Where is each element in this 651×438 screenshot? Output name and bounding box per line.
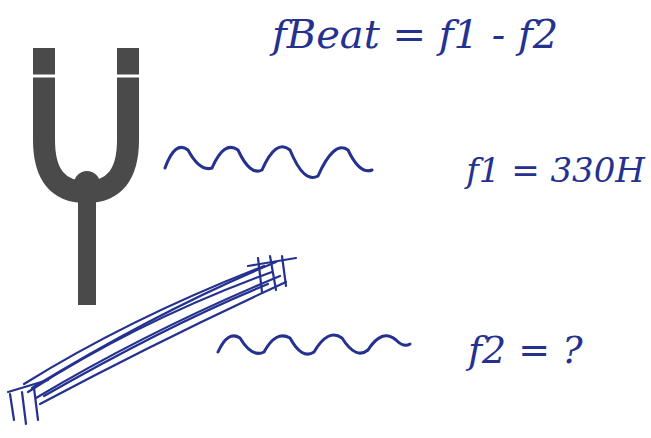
prong-gap <box>114 75 142 78</box>
formula-label: fBeat = f1 - f2 <box>272 12 558 56</box>
bridge-bar <box>8 380 48 392</box>
sound-wave <box>218 335 410 354</box>
fork-prongs <box>44 48 128 192</box>
string <box>36 276 280 398</box>
string <box>44 284 268 396</box>
string <box>28 272 272 392</box>
string <box>40 282 286 404</box>
bridge-pins <box>10 388 38 424</box>
guitar-sketch <box>8 256 296 424</box>
string <box>32 262 276 388</box>
formula-label: f1 = 330H <box>466 152 645 189</box>
tuner-pegs <box>258 256 286 292</box>
prong-gap <box>30 75 60 78</box>
tuning-fork <box>30 48 142 305</box>
fork-stem <box>78 178 96 305</box>
fork-joint <box>74 171 100 197</box>
formula-label: f2 = ? <box>468 330 583 372</box>
sound-wave <box>165 147 372 178</box>
